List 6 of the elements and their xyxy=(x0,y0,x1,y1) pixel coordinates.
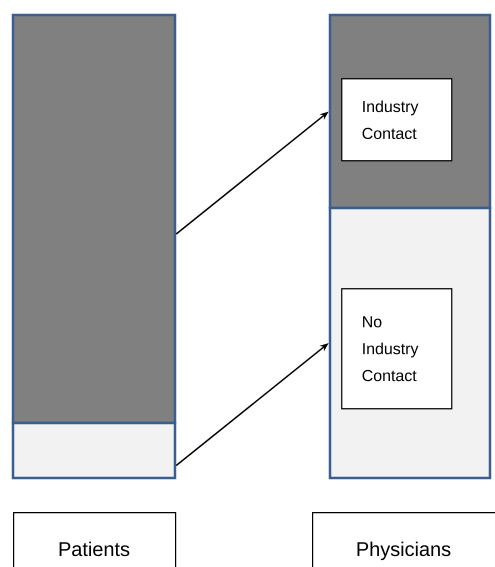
label-box: No Industry Contact xyxy=(341,288,452,410)
axis-label-box: Physicians xyxy=(312,512,495,567)
axis-label-box: Patients xyxy=(13,512,176,567)
label-box: Industry Contact xyxy=(341,78,452,162)
bar-segment xyxy=(12,14,176,424)
bar-segment xyxy=(12,422,176,480)
